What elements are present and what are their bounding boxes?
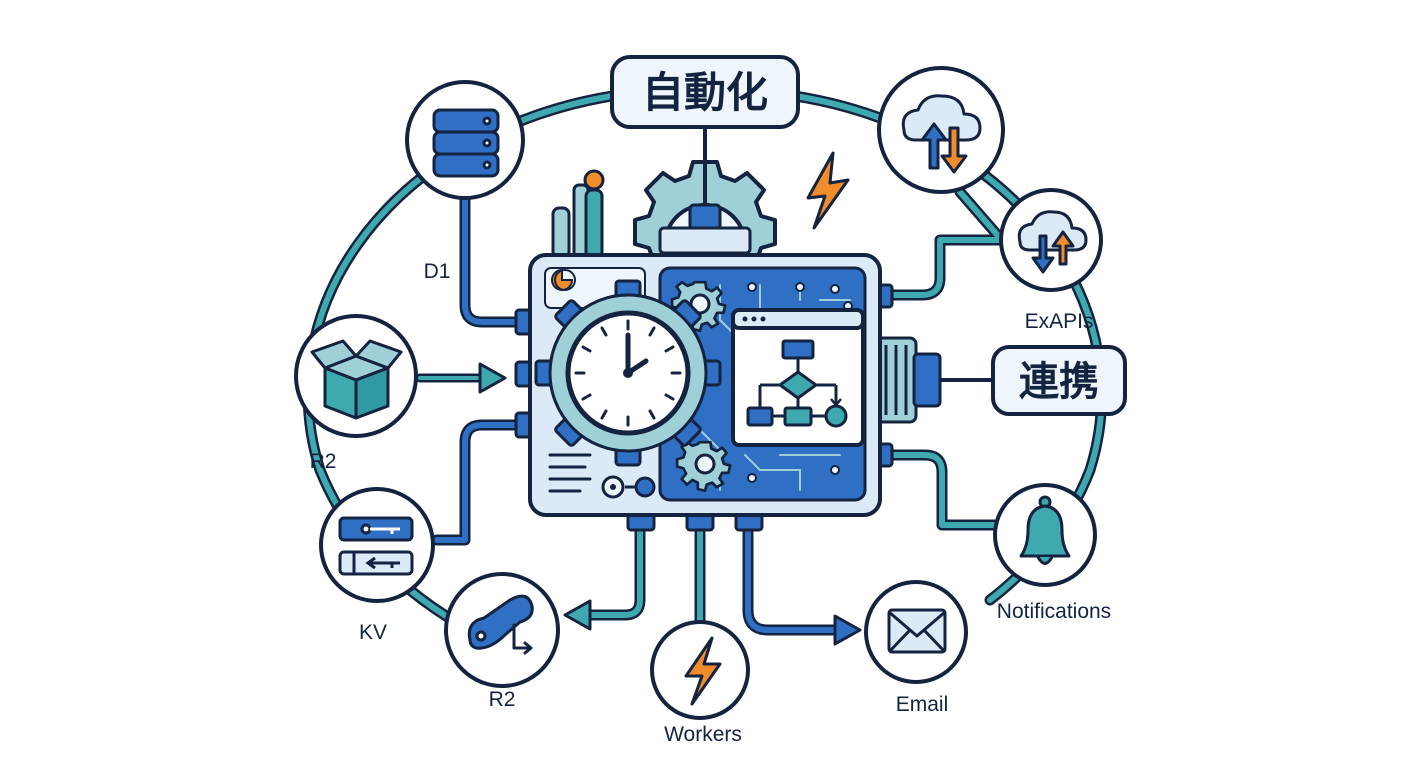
cloud-sync-icon [901,94,982,174]
email-node [864,580,968,684]
workers-label: Workers [664,723,742,746]
automation-tag: 自動化 [610,55,800,129]
connector-pipes [415,186,1008,646]
integration-tag-text: 連携 [1019,359,1099,405]
d1-label: D1 [424,260,451,283]
envelope-icon [887,608,947,654]
d1-node [405,80,525,200]
notifications-node [993,483,1097,587]
bell-icon [1019,495,1071,565]
antennas [551,169,605,260]
storage-box-icon [310,339,403,420]
clock-icon [534,279,722,467]
lightning-bolt-icon [684,636,722,706]
integration-tag: 連携 [991,345,1127,416]
r2-link-node [444,572,560,688]
exapis-label: ExAPIs [1025,310,1094,333]
workers-node [650,620,750,720]
cloud-sync-icon [1017,210,1088,274]
r2-bottom-label: R2 [489,688,516,711]
kv-node [319,487,435,603]
key-link-icon [467,594,534,655]
database-icon [432,108,500,178]
node-labels: D1 R2 KV R2 Workers Email Notifications … [310,260,1112,746]
arrowheads [478,362,862,646]
lightning-accent-icon [806,151,850,230]
r2-top-label: R2 [310,450,337,473]
flowchart-icon [731,308,865,447]
api-mid-node [999,188,1103,292]
kv-label: KV [359,621,387,644]
automation-tag-text: 自動化 [642,68,768,117]
r2-storage-node [294,314,418,438]
email-label: Email [896,693,949,716]
small-gear-bottom [675,440,732,493]
key-value-icon [338,516,414,576]
notifications-label: Notifications [997,600,1111,623]
api-top-node [877,66,1005,194]
